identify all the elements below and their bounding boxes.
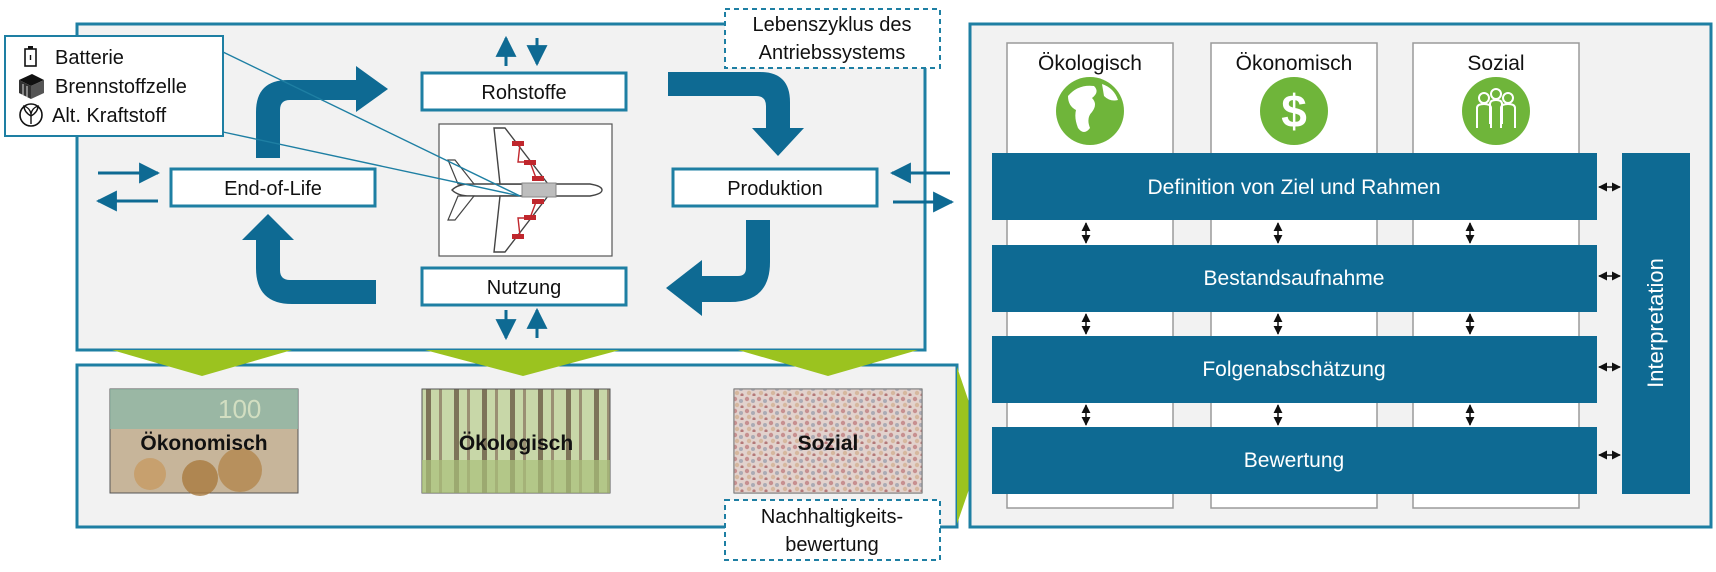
fuel-cell-icon [19,74,44,99]
pillar-label-oekologisch: Ökologisch [459,432,573,455]
legend-connector [222,51,521,197]
lca-phase-bestandsaufnahme: Bestandsaufnahme [992,245,1597,312]
legend-label-brennstoffzelle: Brennstoffzelle [55,76,187,98]
stage-rohstoffe-label: Rohstoffe [481,82,566,104]
lca-phase-label: Folgenabschätzung [1202,358,1385,381]
legend-label-batterie: Batterie [55,47,124,69]
svg-text:$: $ [1281,85,1307,137]
legend-label-alt-kraftstoff: Alt. Kraftstoff [52,105,167,127]
pillar-label-oekonomisch: Ökonomisch [140,432,267,455]
legend-connector [222,131,521,197]
stage-end-of-life: End-of-Life [169,167,377,208]
flow-arrows [95,35,955,341]
pillar-oekonomisch: 100 Ökonomisch [109,388,299,496]
dollar-icon: $ [1260,77,1328,145]
stage-produktion: Produktion [671,167,879,208]
lca-phase-ziel-rahmen: Definition von Ziel und Rahmen [992,153,1597,220]
lca-phase-bewertung: Bewertung [992,427,1597,494]
legend: Batterie Brennstoffzelle Alt. Kraftstoff [4,35,521,197]
sustainability-title-line1: Nachhaltigkeits- [761,506,903,528]
pillar-label-sozial: Sozial [798,432,859,455]
cycle-arrow-rohstoffe-to-produktion [668,72,804,156]
lca-column-label-oekonomisch: Ökonomisch [1236,52,1353,75]
leaf-fuel-icon [19,103,43,127]
airplane-icon [438,123,613,257]
lca-phase-label: Definition von Ziel und Rahmen [1148,176,1441,199]
lifecycle-title-line1: Lebenszyklus des [753,14,912,36]
pillar-oekologisch: Ökologisch [421,388,611,494]
lca-phase-label: Bestandsaufnahme [1204,267,1385,290]
lifecycle-title: Lebenszyklus des Antriebssystems [724,8,941,69]
phase-connectors [1081,182,1621,460]
stage-nutzung: Nutzung [420,266,628,307]
lca-column-label-oekologisch: Ökologisch [1038,52,1142,75]
lca-phase-label: Bewertung [1244,449,1344,472]
cycle-arrow-produktion-to-nutzung [666,220,770,316]
cycle-arrows [242,66,804,316]
lca-column-label-sozial: Sozial [1467,52,1524,75]
pillar-sozial: Sozial [733,388,923,494]
sustainability-title-line2: bewertung [785,534,878,556]
globe-icon [1056,77,1124,145]
lca-interpretation-label: Interpretation [1643,258,1668,388]
stage-end-of-life-label: End-of-Life [224,178,322,200]
cycle-arrow-nutzung-to-eol [242,214,376,304]
battery-icon [24,46,37,67]
stage-nutzung-label: Nutzung [487,277,562,299]
people-icon [1462,77,1530,145]
lca-phase-folgenabschaetzung: Folgenabschätzung [992,336,1597,403]
stage-rohstoffe: Rohstoffe [420,71,628,112]
sustainability-title: Nachhaltigkeits- bewertung [724,499,941,561]
lifecycle-title-line2: Antriebssystems [759,42,906,64]
svg-text:100: 100 [218,394,261,424]
cycle-arrow-eol-to-rohstoffe [256,66,388,158]
stage-produktion-label: Produktion [727,178,823,200]
lca-interpretation: Interpretation [1622,153,1690,494]
